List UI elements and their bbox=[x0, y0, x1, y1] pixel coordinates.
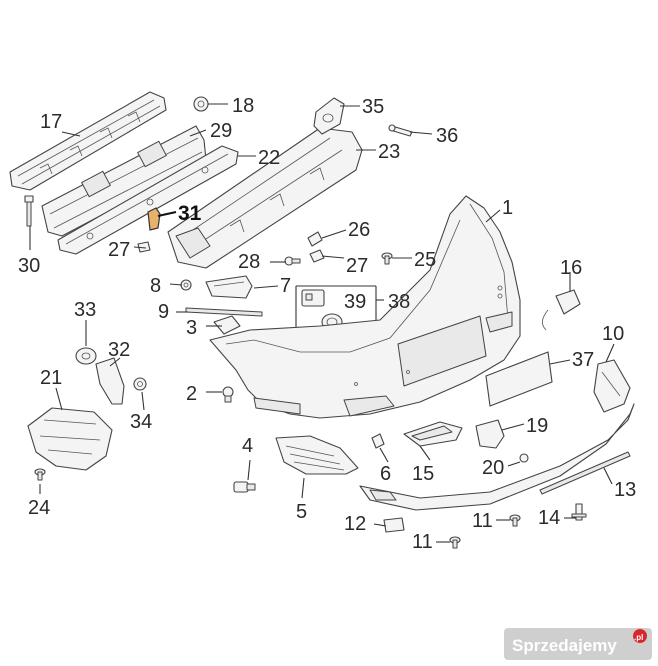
callout-21: 21 bbox=[40, 367, 62, 389]
part-8-nut bbox=[180, 279, 192, 291]
part-22-carrier-rail bbox=[57, 145, 239, 255]
callout-29: 29 bbox=[210, 120, 232, 142]
part-15-vent-insert bbox=[403, 421, 463, 447]
callout-11-b: 11 bbox=[412, 531, 433, 553]
watermark: Sprzedajemy .pl bbox=[504, 628, 652, 660]
part-7-bracket bbox=[205, 275, 253, 299]
callout-7: 7 bbox=[280, 275, 291, 297]
part-19-cap bbox=[475, 419, 505, 449]
callout-33: 33 bbox=[74, 299, 96, 321]
callout-2: 2 bbox=[186, 383, 197, 405]
callout-32: 32 bbox=[108, 339, 130, 361]
part-30-bolt bbox=[24, 195, 34, 227]
part-1-bumper-cover bbox=[209, 195, 521, 419]
callout-1: 1 bbox=[502, 197, 513, 219]
part-27-clip-right bbox=[309, 249, 325, 263]
callout-10: 10 bbox=[602, 323, 624, 345]
callout-12: 12 bbox=[344, 513, 366, 535]
part-29-bumper-beam bbox=[41, 125, 207, 237]
part-11-screw-b bbox=[449, 536, 461, 549]
part-33-washer bbox=[75, 347, 97, 365]
callout-15: 15 bbox=[412, 463, 434, 485]
part-9-trim-strip bbox=[185, 307, 263, 317]
callout-22: 22 bbox=[258, 147, 280, 169]
part-2-bolt bbox=[222, 386, 234, 403]
part-5-grille bbox=[275, 435, 359, 475]
leader-lines bbox=[29, 103, 615, 543]
part-25-screw bbox=[381, 252, 393, 265]
callout-8: 8 bbox=[150, 275, 161, 297]
part-4-bolt bbox=[233, 481, 256, 493]
callout-30: 30 bbox=[18, 255, 40, 277]
callout-36: 36 bbox=[436, 125, 458, 147]
callout-6: 6 bbox=[380, 463, 391, 485]
callout-27-left: 27 bbox=[108, 239, 130, 261]
callout-4: 4 bbox=[242, 435, 253, 457]
part-26-clip bbox=[307, 231, 323, 247]
part-36-screw bbox=[388, 124, 413, 137]
callout-35: 35 bbox=[362, 96, 384, 118]
callout-11-a: 11 bbox=[472, 510, 493, 532]
callout-39: 39 bbox=[344, 291, 366, 313]
callout-5: 5 bbox=[296, 501, 307, 523]
callout-25: 25 bbox=[414, 249, 436, 271]
callout-31: 31 bbox=[178, 202, 202, 225]
callout-14: 14 bbox=[538, 507, 560, 529]
callout-16: 16 bbox=[560, 257, 582, 279]
callout-labels: 17 18 29 22 35 23 36 30 31 27 26 27 28 2… bbox=[18, 95, 636, 553]
callout-19: 19 bbox=[526, 415, 548, 437]
callout-17: 17 bbox=[40, 111, 62, 133]
part-23-energy-absorber bbox=[167, 127, 363, 269]
callout-34: 34 bbox=[130, 411, 152, 433]
callout-38: 38 bbox=[388, 291, 410, 313]
part-10-side-panel bbox=[593, 359, 631, 413]
part-21-duct bbox=[27, 407, 113, 471]
part-34-nut bbox=[133, 377, 147, 391]
callout-24: 24 bbox=[28, 497, 50, 519]
callout-20: 20 bbox=[482, 457, 504, 479]
watermark-suffix: .pl bbox=[634, 633, 643, 642]
part-20-nut bbox=[519, 453, 529, 463]
callout-9: 9 bbox=[158, 301, 169, 323]
callout-37: 37 bbox=[572, 349, 594, 371]
part-6-clip bbox=[371, 433, 385, 449]
part-13-diffuser bbox=[359, 403, 635, 511]
watermark-text: Sprzedajemy bbox=[512, 636, 617, 655]
part-18-grommet bbox=[193, 96, 209, 112]
callout-27-right: 27 bbox=[346, 255, 368, 277]
part-32-bracket bbox=[95, 357, 125, 405]
part-3-guide bbox=[213, 315, 241, 335]
part-37-license-plate bbox=[485, 351, 553, 407]
part-12-bracket bbox=[383, 517, 405, 533]
callout-18: 18 bbox=[232, 95, 254, 117]
part-17-reinforcement bbox=[9, 91, 167, 191]
part-27-clip-left bbox=[137, 241, 151, 253]
part-11-screw-a bbox=[509, 514, 521, 527]
callout-26: 26 bbox=[348, 219, 370, 241]
part-35-sensor-bracket bbox=[313, 97, 345, 135]
callout-3: 3 bbox=[186, 317, 197, 339]
part-16-tow-cover bbox=[542, 289, 581, 331]
callout-28: 28 bbox=[238, 251, 260, 273]
part-14-pin bbox=[571, 503, 587, 521]
callout-23: 23 bbox=[378, 141, 400, 163]
part-28-fastener bbox=[284, 256, 301, 266]
callout-13: 13 bbox=[614, 479, 636, 501]
part-31-bracket-highlighted bbox=[147, 207, 161, 231]
part-24-clip bbox=[34, 468, 46, 481]
